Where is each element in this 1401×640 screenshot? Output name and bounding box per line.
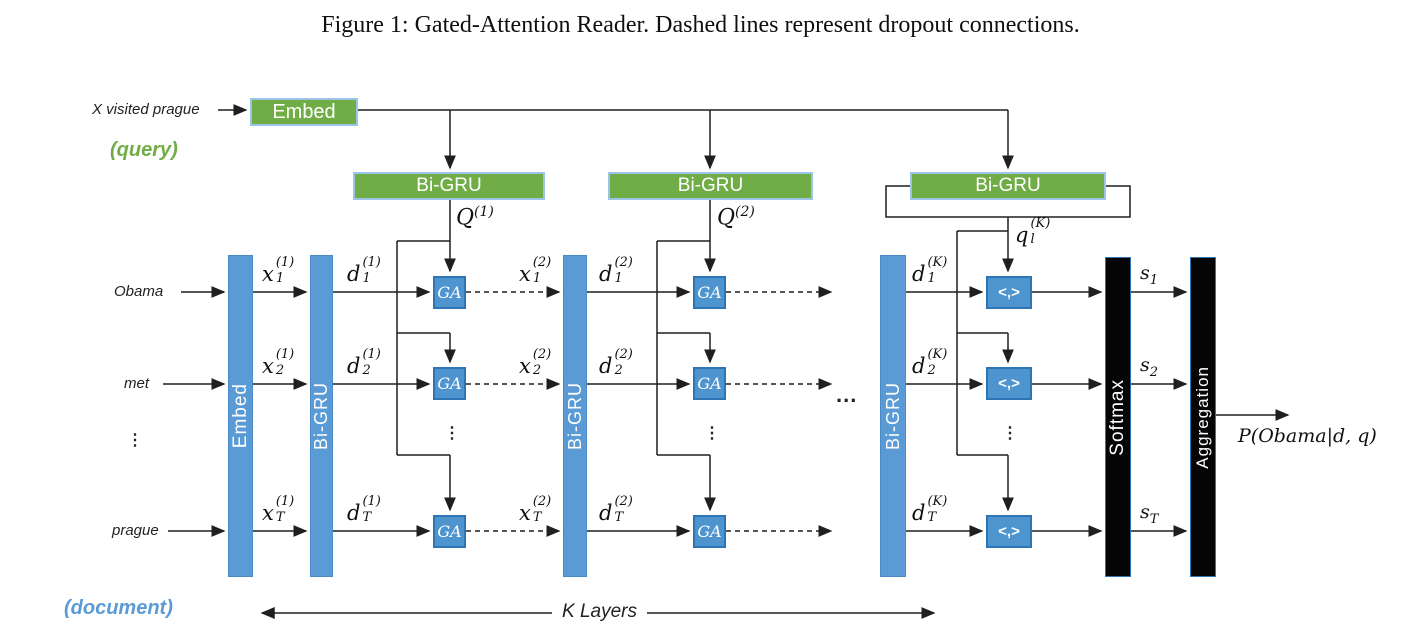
inner-product-box-r2: <,> [986, 367, 1032, 400]
query-vector-label-1: Q(1) [456, 204, 494, 231]
doc-bigru-box-2: Bi-GRU [563, 255, 587, 577]
x2-label-r1: x(2)1 [519, 255, 552, 286]
softmax-box: Softmax [1105, 257, 1131, 577]
dK-label-r1: d(K)1 [912, 255, 948, 286]
doc-word-ellipsis: ⋮ [127, 432, 143, 449]
vdots-layer2: ⋮ [704, 425, 720, 442]
x1-label-r3: x(1)T [262, 494, 295, 525]
x1-label-r1: x(1)1 [262, 255, 295, 286]
doc-word-2: met [124, 375, 150, 392]
d2-label-r2: d(2)2 [599, 347, 633, 378]
query-section-label: (query) [110, 139, 178, 161]
ga-box-l2-r1: GA [693, 276, 726, 309]
d1-label-r3: d(1)T [347, 494, 381, 525]
score-label-2: s2 [1140, 354, 1159, 380]
x1-label-r2: x(1)2 [262, 347, 295, 378]
doc-word-1: Obama [114, 283, 164, 300]
k-layers-label: K Layers [552, 601, 647, 623]
output-probability-label: P(Obama|d, q) [1238, 425, 1377, 447]
doc-embed-box: Embed [228, 255, 253, 577]
query-bigru-box-3: Bi-GRU [910, 172, 1106, 200]
vdots-layer1: ⋮ [444, 425, 460, 442]
d1-label-r2: d(1)2 [347, 347, 381, 378]
d2-label-r3: d(2)T [599, 494, 633, 525]
ga-box-l2-r3: GA [693, 515, 726, 548]
vdots-layerK: ⋮ [1002, 425, 1018, 442]
query-embed-box: Embed [250, 98, 358, 126]
query-vector-label-K: q (K)l [1015, 216, 1051, 247]
d2-label-r1: d(2)1 [599, 255, 633, 286]
ga-box-l1-r1: GA [433, 276, 466, 309]
dK-label-r3: d(K)T [912, 494, 948, 525]
ga-box-l1-r3: GA [433, 515, 466, 548]
query-bigru-box-1: Bi-GRU [353, 172, 545, 200]
d1-label-r1: d(1)1 [347, 255, 381, 286]
score-label-T: sT [1140, 501, 1159, 527]
inner-product-box-r1: <,> [986, 276, 1032, 309]
inner-product-box-r3: <,> [986, 515, 1032, 548]
query-input-text: X visited prague [92, 101, 200, 118]
doc-bigru-box-1: Bi-GRU [310, 255, 333, 577]
query-bigru-box-2: Bi-GRU [608, 172, 813, 200]
doc-word-3: prague [112, 522, 159, 539]
x2-label-r3: x(2)T [519, 494, 552, 525]
document-section-label: (document) [64, 597, 173, 619]
ga-box-l2-r2: GA [693, 367, 726, 400]
dK-label-r2: d(K)2 [912, 347, 948, 378]
aggregation-box: Aggregation [1190, 257, 1216, 577]
score-label-1: s1 [1140, 262, 1159, 288]
ga-box-l1-r2: GA [433, 367, 466, 400]
query-vector-label-2: Q(2) [717, 204, 755, 231]
hdots-between-layers: ... [836, 382, 858, 407]
x2-label-r2: x(2)2 [519, 347, 552, 378]
doc-bigru-box-3: Bi-GRU [880, 255, 906, 577]
figure-caption: Figure 1: Gated-Attention Reader. Dashed… [321, 12, 1080, 38]
